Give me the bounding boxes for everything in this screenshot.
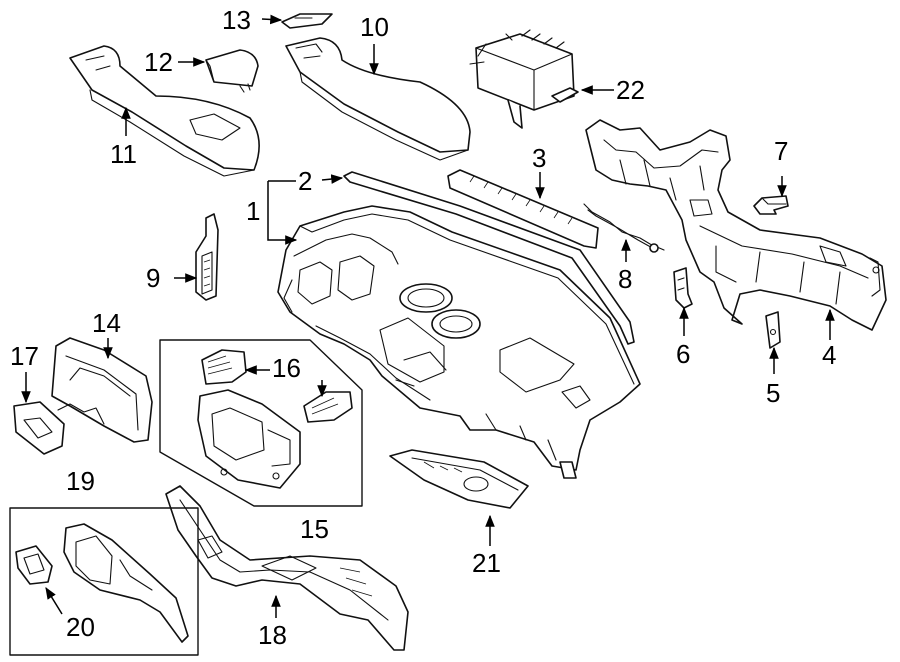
box-15 [159, 339, 363, 507]
callout-10: 10 [360, 12, 389, 42]
callout-13: 13 [222, 5, 251, 35]
part-9-side-bracket [195, 213, 219, 301]
callout-5: 5 [766, 378, 781, 408]
callout-4: 4 [822, 340, 837, 370]
part-1-instrument-panel [277, 205, 641, 479]
callout-9: 9 [146, 263, 161, 293]
part-17-switch-panel [13, 401, 65, 455]
part-2-defroster-strip [343, 171, 635, 345]
part-5-bracket [765, 311, 781, 349]
part-10-trim-panel [285, 37, 471, 161]
callout-6: 6 [676, 339, 691, 369]
box-19 [9, 507, 199, 656]
callout-12: 12 [144, 47, 173, 77]
callout-19: 19 [66, 466, 95, 496]
callout-16: 16 [272, 353, 301, 383]
part-16-vent-right [303, 391, 353, 423]
callout-21: 21 [472, 548, 501, 578]
part-22-airbag-module [469, 29, 579, 129]
callout-18: 18 [258, 620, 287, 650]
callout-14: 14 [92, 308, 121, 338]
part-16-vent-left [201, 349, 247, 385]
part-4-crossmember [585, 119, 887, 331]
part-13-trim-clip [281, 13, 333, 29]
callout-17: 17 [10, 341, 39, 371]
callout-11: 11 [110, 139, 137, 169]
part-21-lower-panel [389, 449, 529, 509]
leader-lines [21, 14, 835, 618]
callout-8: 8 [618, 264, 633, 294]
part-6-bracket [673, 267, 693, 309]
part-19-knee-panel [63, 523, 189, 643]
callout-1: 1 [246, 196, 261, 226]
part-7-bracket [753, 195, 789, 215]
callout-2: 2 [298, 166, 313, 196]
callout-7: 7 [774, 136, 789, 166]
part-14-cluster-hood [51, 337, 153, 443]
part-15-center-fascia [197, 389, 301, 489]
callout-20: 20 [66, 612, 95, 642]
part-12-cover [205, 49, 259, 93]
callout-22: 22 [616, 75, 645, 105]
callout-15: 15 [300, 514, 329, 544]
part-8-wire-harness [583, 203, 665, 253]
part-3-defroster-grille [447, 169, 599, 249]
part-20-small-cover [15, 545, 53, 585]
part-18-lower-panel [165, 485, 409, 651]
callout-3: 3 [532, 143, 547, 173]
part-11-trim-panel [69, 45, 260, 177]
